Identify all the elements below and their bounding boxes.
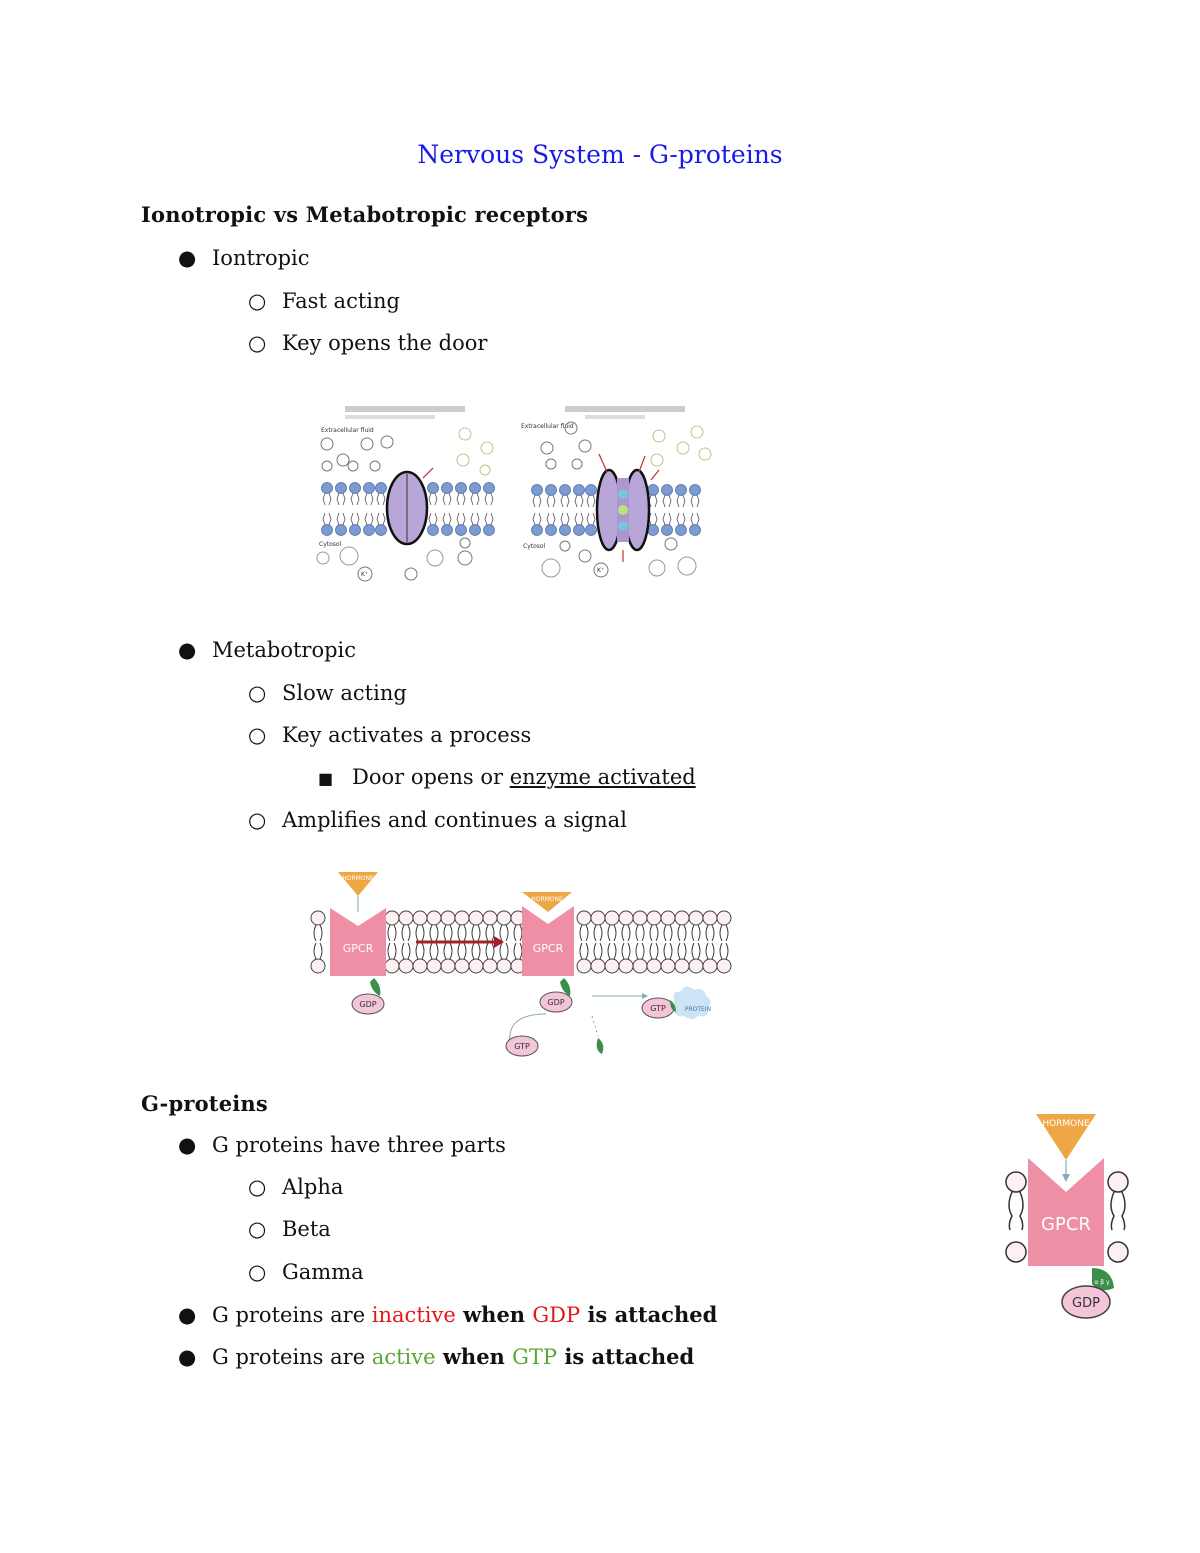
gtp-ellipse [505, 1035, 539, 1057]
bullet-circle-icon: ○ [248, 808, 267, 832]
list-item-amplifies: ○Amplifies and continues a signal [248, 808, 627, 832]
svg-text:HORMONE: HORMONE [1042, 1119, 1090, 1129]
hormone-shape [338, 872, 378, 896]
list-item-active-gtp: ●G proteins are active when GTP is attac… [178, 1344, 695, 1369]
svg-text:GDP: GDP [1072, 1296, 1100, 1311]
svg-text:α β γ: α β γ [1094, 1279, 1110, 1286]
svg-text:GPCR: GPCR [533, 942, 564, 955]
list-item-key-activates: ○Key activates a process [248, 723, 532, 747]
section-heading-g-proteins: G-proteins [141, 1091, 268, 1116]
gpcr-shape-active [522, 906, 574, 976]
list-item-key-opens-door: ○Key opens the door [248, 331, 488, 355]
list-item-alpha: ○Alpha [248, 1175, 344, 1199]
list-item-gamma: ○Gamma [248, 1260, 364, 1284]
svg-text:GPCR: GPCR [343, 942, 374, 955]
svg-text:GDP: GDP [359, 1000, 376, 1009]
gdp-ellipse [1061, 1285, 1111, 1319]
cytosol-label: Cytosol [523, 543, 546, 550]
bullet-square-icon: ■ [318, 769, 334, 788]
bullet-disc-icon: ● [178, 638, 197, 662]
svg-text:HORMONE: HORMONE [531, 896, 563, 903]
bullet-disc-icon: ● [178, 1345, 197, 1369]
gpcr-pathway-figure: HORMONE GPCR GDP HORMONE GPCR GDP GTP GT… [310, 872, 732, 1057]
ion-channel-figure: Extracellular fluid Cytosol K⁺ [316, 406, 712, 582]
hormone-shape-bound [522, 892, 572, 912]
arrow-icon [494, 936, 504, 948]
bullet-circle-icon: ○ [248, 681, 267, 705]
list-item-three-parts: ●G proteins have three parts [178, 1133, 506, 1157]
single-gpcr-figure: HORMONE GPCR α β γ GDP [1005, 1114, 1129, 1319]
protein-cloud [673, 986, 711, 1019]
list-item-slow-acting: ○Slow acting [248, 681, 407, 705]
svg-text:PROTEIN: PROTEIN [685, 1006, 711, 1013]
svg-text:GTP: GTP [514, 1042, 530, 1051]
gdp-ellipse-released [539, 991, 573, 1013]
g-protein-subunits [1092, 1268, 1114, 1291]
closed-channel-panel: Extracellular fluid Cytosol K⁺ [316, 406, 495, 582]
inactive-word: inactive [371, 1303, 456, 1327]
bullet-circle-icon: ○ [248, 289, 267, 313]
extracellular-label: Extracellular fluid [521, 423, 574, 430]
extracellular-label: Extracellular fluid [321, 427, 374, 434]
bullet-circle-icon: ○ [248, 1175, 267, 1199]
page-title: Nervous System - G-proteins [417, 140, 783, 169]
svg-text:GPCR: GPCR [1041, 1214, 1091, 1235]
svg-text:K⁺: K⁺ [361, 571, 368, 578]
list-item-inactive-gdp: ●G proteins are inactive when GDP is att… [178, 1302, 718, 1327]
bullet-circle-icon: ○ [248, 1260, 267, 1284]
gdp-ellipse [351, 993, 385, 1015]
list-item-door-opens: ■Door opens or enzyme activated [318, 765, 696, 789]
gdp-word: GDP [532, 1303, 581, 1327]
bullet-disc-icon: ● [178, 1303, 197, 1327]
gpcr-shape [330, 908, 386, 976]
hormone-shape [1036, 1114, 1096, 1160]
open-channel-panel: Extracellular fluid Cytosol K⁺ [521, 406, 712, 578]
section-heading-receptors: Ionotropic vs Metabotropic receptors [141, 202, 589, 227]
bullet-circle-icon: ○ [248, 1217, 267, 1241]
bullet-disc-icon: ● [178, 1133, 197, 1157]
enzyme-activated-text: enzyme activated [509, 765, 696, 789]
list-item-beta: ○Beta [248, 1217, 331, 1241]
svg-text:K⁺: K⁺ [597, 567, 604, 574]
list-item-metabotropic: ●Metabotropic [178, 638, 357, 662]
bullet-circle-icon: ○ [248, 723, 267, 747]
svg-text:HORMONE: HORMONE [342, 875, 374, 882]
cytosol-label: Cytosol [319, 541, 342, 548]
gpcr-shape [1028, 1158, 1104, 1266]
list-item-iontropic: ●Iontropic [178, 246, 310, 270]
svg-text:GDP: GDP [547, 998, 564, 1007]
svg-text:GTP: GTP [650, 1004, 666, 1013]
gtp-word: GTP [512, 1345, 558, 1369]
list-item-fast-acting: ○Fast acting [248, 289, 400, 313]
active-word: active [371, 1345, 436, 1369]
bullet-disc-icon: ● [178, 246, 197, 270]
bullet-circle-icon: ○ [248, 331, 267, 355]
